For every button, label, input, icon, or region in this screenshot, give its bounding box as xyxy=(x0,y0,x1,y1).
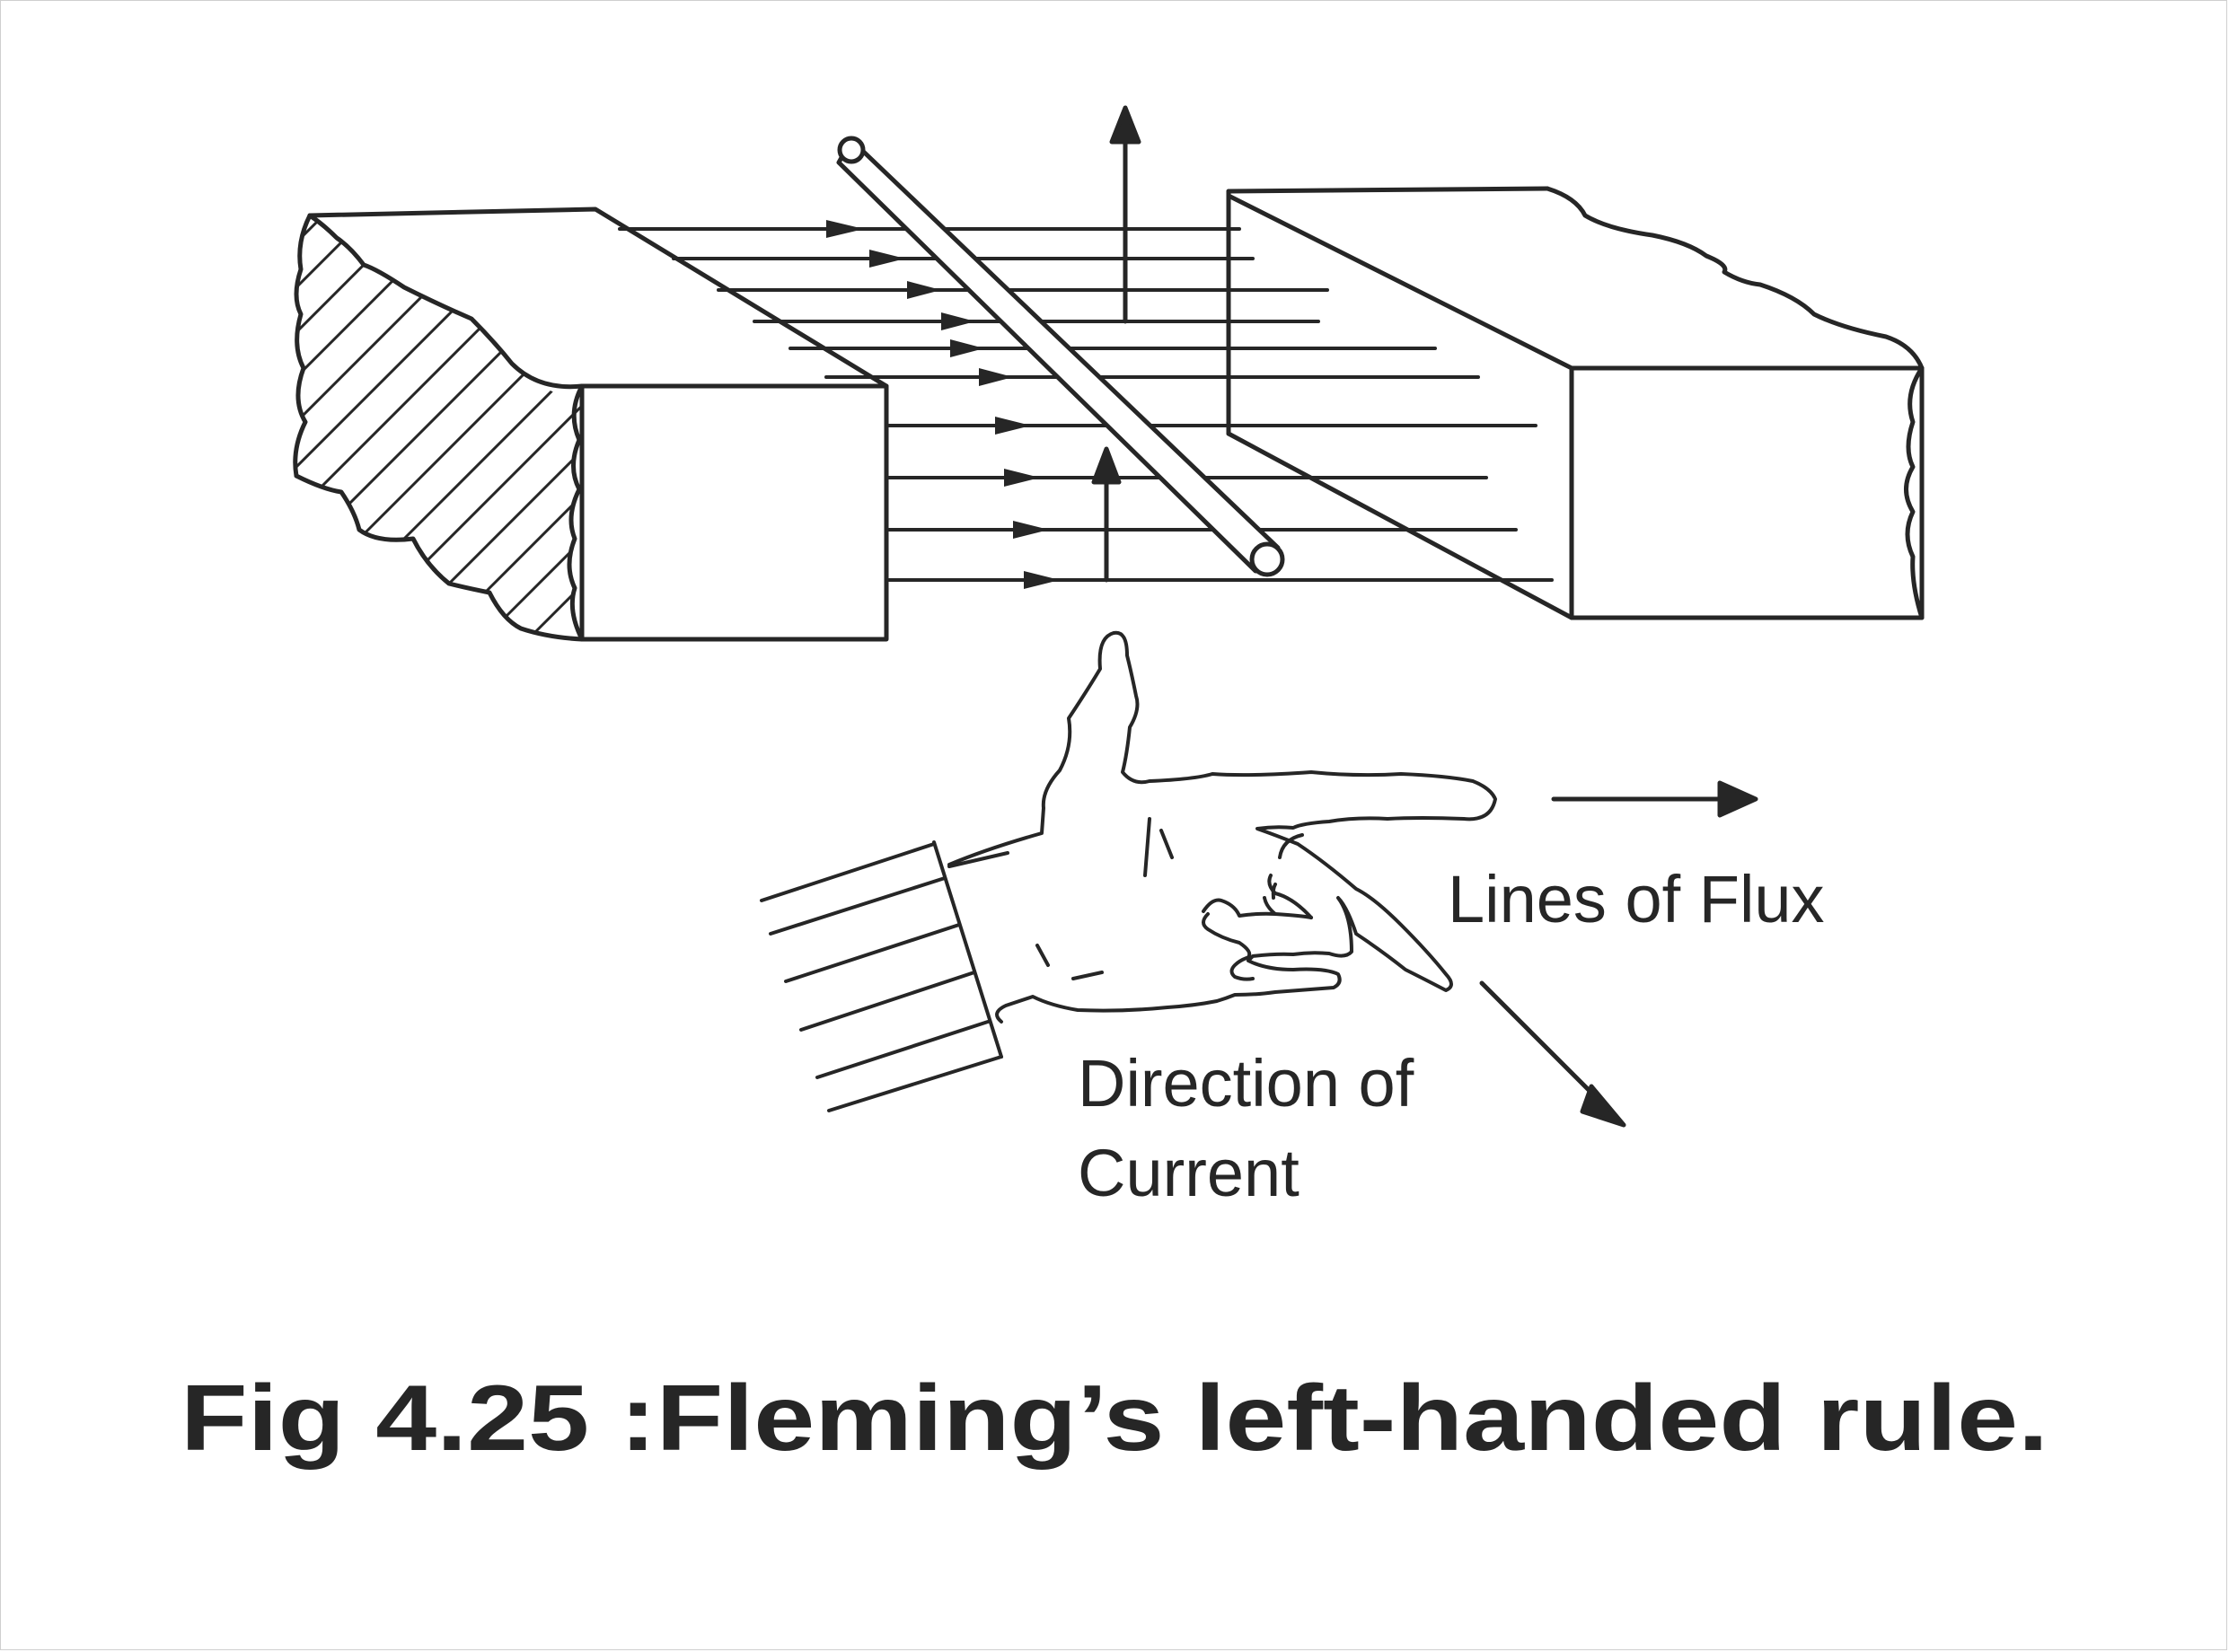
left-hand-illustration xyxy=(760,630,1497,1112)
flux-arrowheads xyxy=(826,220,1060,589)
direction-of-current-label-line2: Current xyxy=(1078,1136,1300,1210)
current-direction-arrow xyxy=(1479,980,1626,1128)
section-hatching xyxy=(295,215,584,639)
conductor-rod xyxy=(836,136,1285,577)
left-magnet-pole xyxy=(293,206,889,642)
force-arrow-top xyxy=(1109,105,1141,324)
force-arrow-lower xyxy=(1091,446,1122,583)
direction-of-current-label-line1: Direction of xyxy=(1078,1046,1414,1120)
right-magnet-pole xyxy=(1226,186,1925,620)
figure-caption: Fig 4.25 :Fleming’s left-handed rule. xyxy=(181,1366,2048,1471)
lines-of-flux-label: Lines of Flux xyxy=(1448,862,1825,936)
flux-direction-arrow xyxy=(1551,780,1758,818)
